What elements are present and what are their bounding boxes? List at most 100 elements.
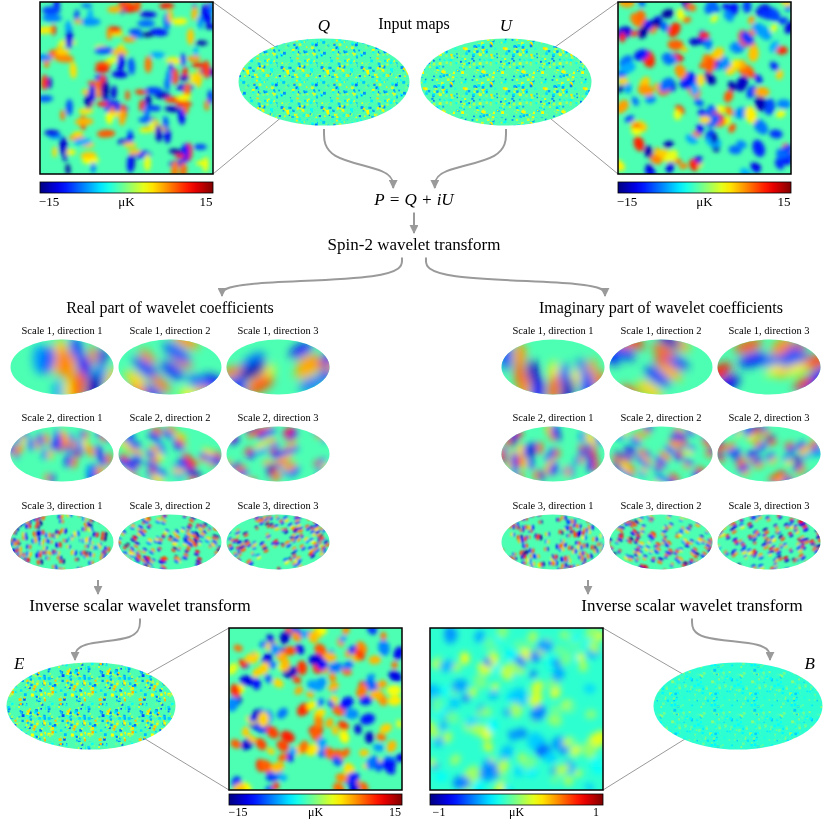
map-blob [27, 437, 34, 451]
map-blob [328, 672, 337, 683]
map-blob [305, 514, 312, 518]
map-blob [150, 52, 165, 59]
map-blob [743, 105, 759, 125]
map-blob [296, 660, 307, 675]
map-blob [724, 64, 739, 78]
map-blob [82, 437, 89, 450]
map-blob [118, 458, 128, 467]
process-step: P = Q + iU [372, 190, 455, 210]
map-blob [579, 661, 588, 672]
map-blob [69, 514, 73, 517]
map-blob [82, 516, 85, 521]
map-blob [773, 157, 786, 171]
map-blob [289, 558, 293, 562]
map-blob [62, 567, 65, 570]
wavelet-map: Scale 1, direction 3 [717, 339, 821, 395]
map-blob [229, 546, 235, 551]
mollweide-map [609, 426, 713, 482]
map-blob [12, 548, 15, 554]
map-blob [244, 653, 260, 665]
map-blob [118, 567, 120, 570]
map-blob [244, 542, 250, 547]
map-blob [142, 566, 147, 570]
map-blob [103, 426, 111, 440]
map-blob [66, 99, 73, 116]
map-blob [549, 466, 554, 476]
map-blob [782, 19, 791, 36]
mollweide-map [421, 39, 592, 126]
map-blob [163, 530, 168, 535]
map-blob [20, 551, 23, 556]
map-label: Scale 2, direction 1 [512, 412, 593, 424]
map-blob [128, 551, 134, 555]
map-blob [243, 477, 257, 482]
map-blob [321, 467, 330, 475]
map-blob [439, 683, 452, 698]
map-blob [305, 699, 319, 711]
group-heading: Real part of wavelet coefficients [8, 298, 332, 317]
map-blob [32, 531, 35, 537]
map-blob [107, 101, 120, 107]
map-blob [767, 39, 781, 54]
map-blob [378, 721, 394, 735]
mollweide-map [226, 339, 330, 395]
map-blob [15, 531, 17, 535]
map-blob [107, 526, 109, 530]
map-blob [74, 550, 78, 556]
map-blob [180, 53, 186, 66]
map-blob [77, 557, 79, 561]
flow-arrow [435, 129, 506, 188]
map-blob [322, 567, 329, 570]
map-blob [226, 471, 238, 482]
map-blob [141, 550, 146, 554]
map-blob [338, 729, 351, 744]
map-blob [206, 529, 210, 533]
map-blob [330, 754, 344, 768]
map-blob [55, 551, 58, 556]
map-blob [533, 469, 539, 481]
map-blob [80, 151, 97, 159]
map-blob [794, 466, 807, 477]
map-blob [215, 563, 220, 567]
map-blob [525, 730, 543, 751]
map-blob [135, 551, 139, 555]
map-blob [709, 13, 719, 23]
map-blob [322, 547, 326, 551]
map-blob [377, 639, 391, 657]
map-blob [703, 56, 718, 75]
map-blob [503, 476, 507, 482]
map-blob [618, 157, 627, 174]
map-blob [443, 628, 455, 637]
map-blob [121, 520, 126, 524]
map-blob [551, 426, 559, 437]
map-blob [70, 549, 74, 555]
map-blob [26, 544, 29, 549]
map-blob [74, 534, 76, 538]
map-blob [60, 527, 64, 533]
map-blob [134, 89, 146, 95]
map-blob [137, 20, 155, 28]
map-blob [263, 673, 273, 685]
map-blob [501, 426, 503, 437]
map-blob [318, 540, 322, 544]
map-blob [322, 523, 326, 527]
map-blob [42, 13, 62, 22]
map-blob [105, 452, 113, 467]
map-blob [249, 561, 253, 564]
map-blob [80, 567, 83, 570]
map-blob [39, 553, 42, 559]
map-blob [20, 435, 27, 447]
map-blob [681, 462, 692, 470]
map-blob [276, 517, 280, 521]
map-blob [75, 117, 94, 126]
map-blob [513, 361, 528, 389]
map-blob [643, 163, 658, 174]
mollweide-map [10, 514, 114, 570]
map-blob [324, 561, 328, 564]
map-blob [71, 534, 73, 538]
map-blob [797, 382, 820, 395]
map-blob [81, 3, 92, 8]
map-blob [443, 710, 461, 726]
map-blob [41, 514, 45, 520]
map-blob [210, 514, 216, 518]
